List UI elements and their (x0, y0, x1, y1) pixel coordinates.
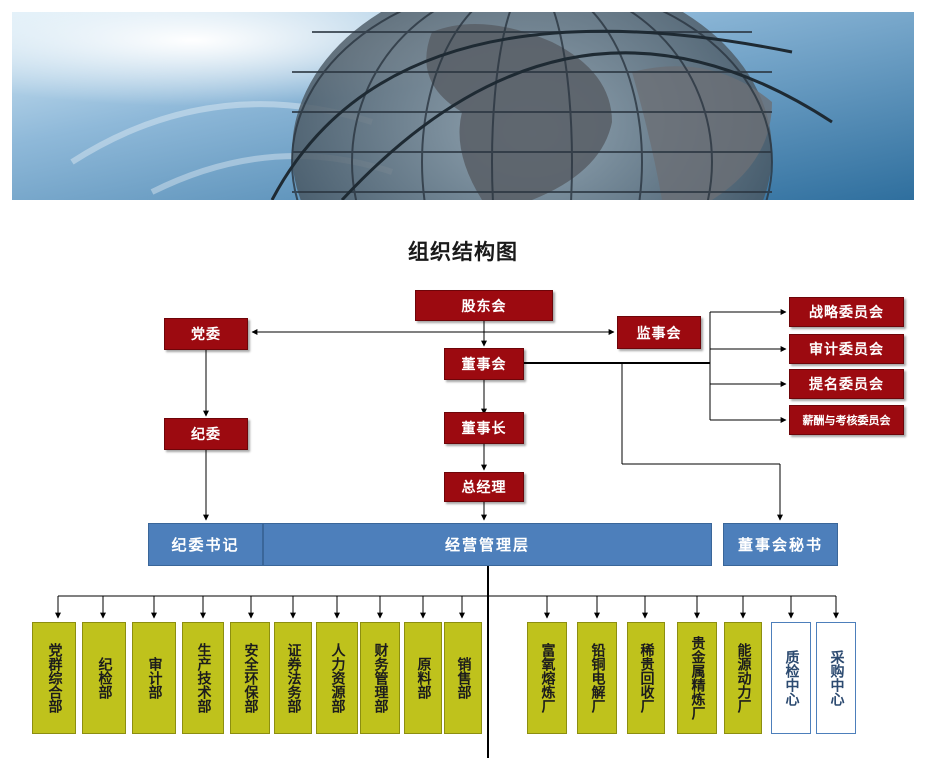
dept-party-general: 党群综合部 (32, 622, 76, 734)
dept-quality-center: 质检中心 (771, 622, 811, 734)
dept-production-tech: 生产技术部 (182, 622, 224, 734)
page-title: 组织结构图 (408, 240, 518, 264)
unisphere-globe-icon (12, 12, 914, 200)
dept-audit: 审计部 (132, 622, 176, 734)
dept-procurement-center: 采购中心 (816, 622, 856, 734)
supervisors-box: 监事会 (617, 316, 701, 349)
header-banner-image (12, 12, 914, 200)
dept-lead-copper-electrolysis: 铅铜电解厂 (577, 622, 617, 734)
dept-securities-legal: 证券法务部 (274, 622, 312, 734)
committee-strategy: 战略委员会 (789, 297, 904, 327)
discipline-committee-box: 纪委 (164, 418, 248, 450)
dept-precious-metal-refinery: 贵金属精炼厂 (677, 622, 717, 734)
management-layer-box: 经营管理层 (263, 523, 712, 566)
dept-finance: 财务管理部 (360, 622, 400, 734)
dept-human-resources: 人力资源部 (316, 622, 358, 734)
discipline-secretary-box: 纪委书记 (148, 523, 263, 566)
dept-oxygen-smelting: 富氧熔炼厂 (527, 622, 567, 734)
chairman-box: 董事长 (444, 412, 524, 444)
board-secretary-box: 董事会秘书 (723, 523, 838, 566)
party-committee-box: 党委 (164, 318, 248, 350)
committee-audit: 审计委员会 (789, 334, 904, 364)
dept-discipline-inspection: 纪检部 (82, 622, 126, 734)
dept-energy-power: 能源动力厂 (724, 622, 762, 734)
dept-rare-precious-recovery: 稀贵回收厂 (627, 622, 665, 734)
dept-safety-env: 安全环保部 (230, 622, 270, 734)
committee-remuneration: 薪酬与考核委员会 (789, 405, 904, 435)
shareholders-box: 股东会 (415, 290, 553, 321)
dept-sales: 销售部 (444, 622, 482, 734)
committee-nomination: 提名委员会 (789, 369, 904, 399)
board-box: 董事会 (444, 348, 524, 380)
dept-raw-materials: 原料部 (404, 622, 442, 734)
general-manager-box: 总经理 (444, 472, 524, 502)
